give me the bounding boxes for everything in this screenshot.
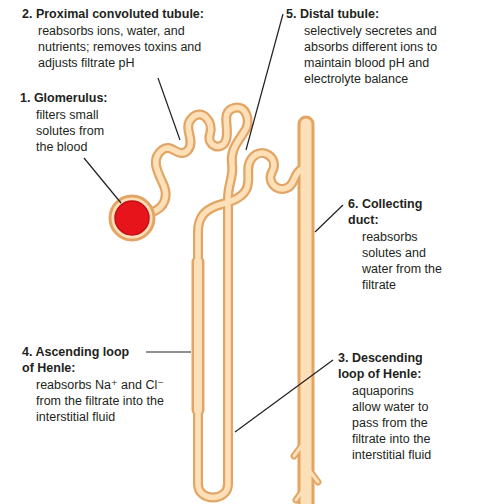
callout-heading: 6. Collecting duct: [348,196,448,228]
leader-line [315,205,343,232]
leader-line [158,78,180,140]
callout-heading: 2. Proximal convoluted tubule: [22,6,284,22]
callout-heading: 3. Descending loop of Henle: [338,350,440,382]
callout-heading: 1. Glomerulus: [20,90,140,106]
callout-heading: 4. Ascending loop of Henle: [22,344,140,376]
leader-line [84,158,121,203]
leader-line [235,360,333,432]
thick-ascending-limb [192,262,205,410]
callout-text: filters small solutes from the blood [36,107,122,155]
bowmans-capsule [110,196,154,240]
thick-limb-lumen [194,262,202,410]
callout-text: reabsorbs Na⁺ and Cl⁻ from the filtrate … [36,377,168,425]
callout-text: reabsorbs ions, water, and nutrients; re… [38,23,216,71]
callout-text: reabsorbs solutes and water from the fil… [362,229,444,293]
leader-line [246,14,283,150]
duct-branch-lumen [294,440,318,500]
callout-heading: 5. Distal tubule: [286,6,468,22]
callout-text: selectively secretes and absorbs differe… [304,23,456,87]
leader-line [146,351,191,352]
tubule-lumen [152,107,304,497]
glomerulus [115,201,149,235]
renal-tubule [152,107,304,497]
callout-text: aquaporins allow water to pass from the … [352,383,436,463]
